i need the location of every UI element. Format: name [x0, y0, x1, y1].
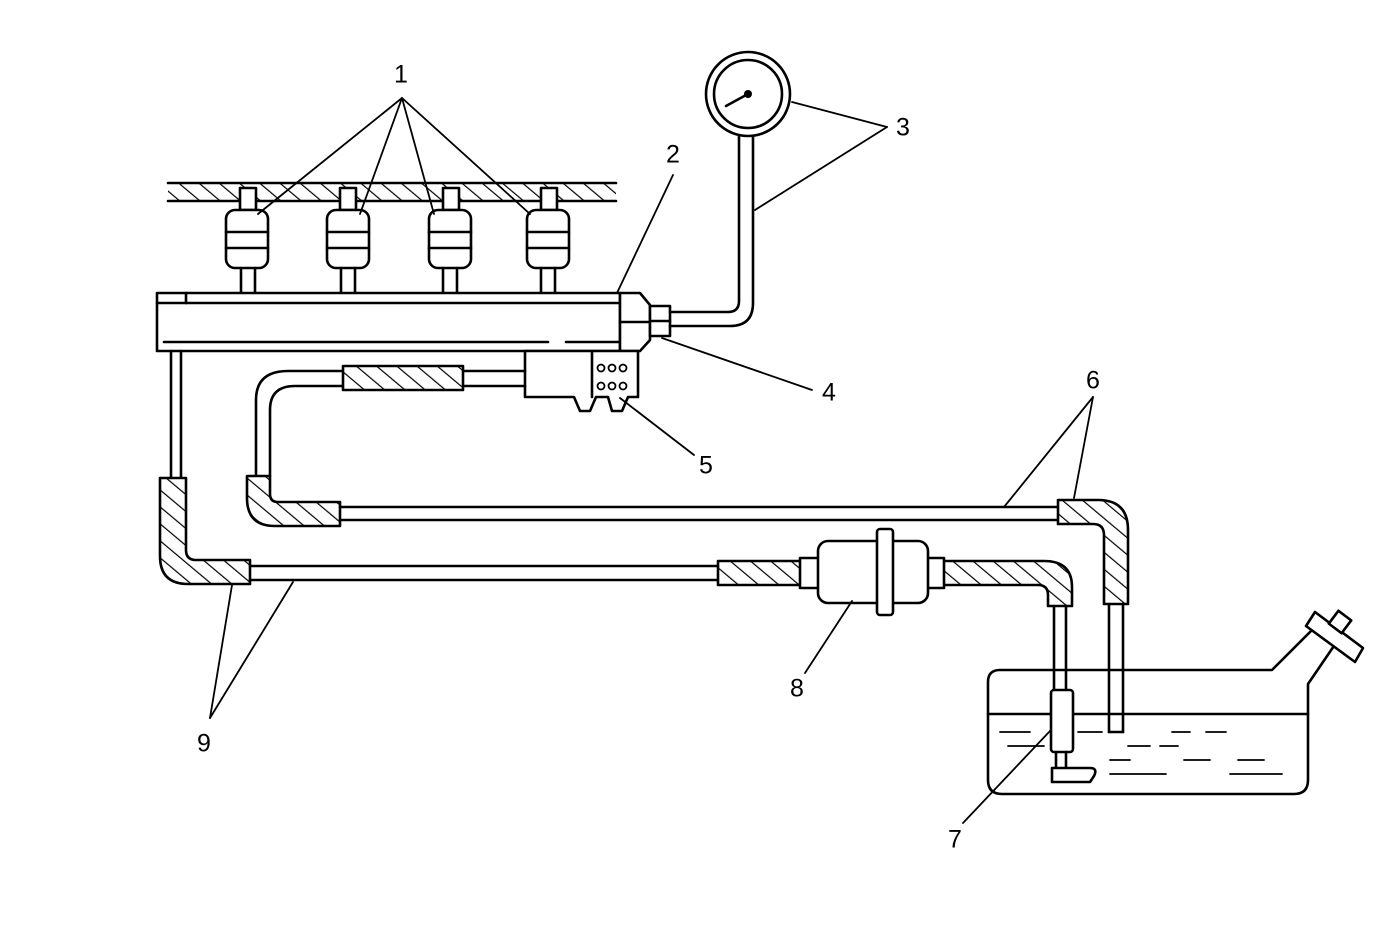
fuel-feed-line	[158, 349, 1074, 692]
callout-2: 2	[666, 141, 680, 169]
fuel-pressure-gauge	[668, 50, 792, 328]
callout-5: 5	[699, 452, 713, 480]
fuel-injectors	[224, 186, 571, 295]
callout-1: 1	[394, 61, 408, 89]
injector-3	[427, 186, 473, 295]
callout-6: 6	[1086, 367, 1100, 395]
callout-8: 8	[790, 675, 804, 703]
fuel-filter	[798, 527, 946, 617]
injector-4	[525, 186, 571, 295]
callout-3: 3	[896, 114, 910, 142]
callout-4: 4	[822, 379, 836, 407]
injector-2	[325, 186, 371, 295]
fuel-level-marks	[999, 731, 1283, 775]
in-tank-fuel-pump	[1049, 688, 1097, 784]
callout-7: 7	[948, 826, 962, 854]
leader-lines	[209, 97, 1094, 824]
fuel-return-line	[245, 364, 1130, 734]
fuel-rail	[155, 291, 672, 353]
callout-9: 9	[197, 730, 211, 758]
fuel-tank	[986, 609, 1365, 796]
pressure-regulator	[523, 349, 640, 413]
callout-labels: 1 2 3 4 5 6 7 8 9	[197, 61, 1100, 854]
injector-1	[224, 186, 270, 295]
